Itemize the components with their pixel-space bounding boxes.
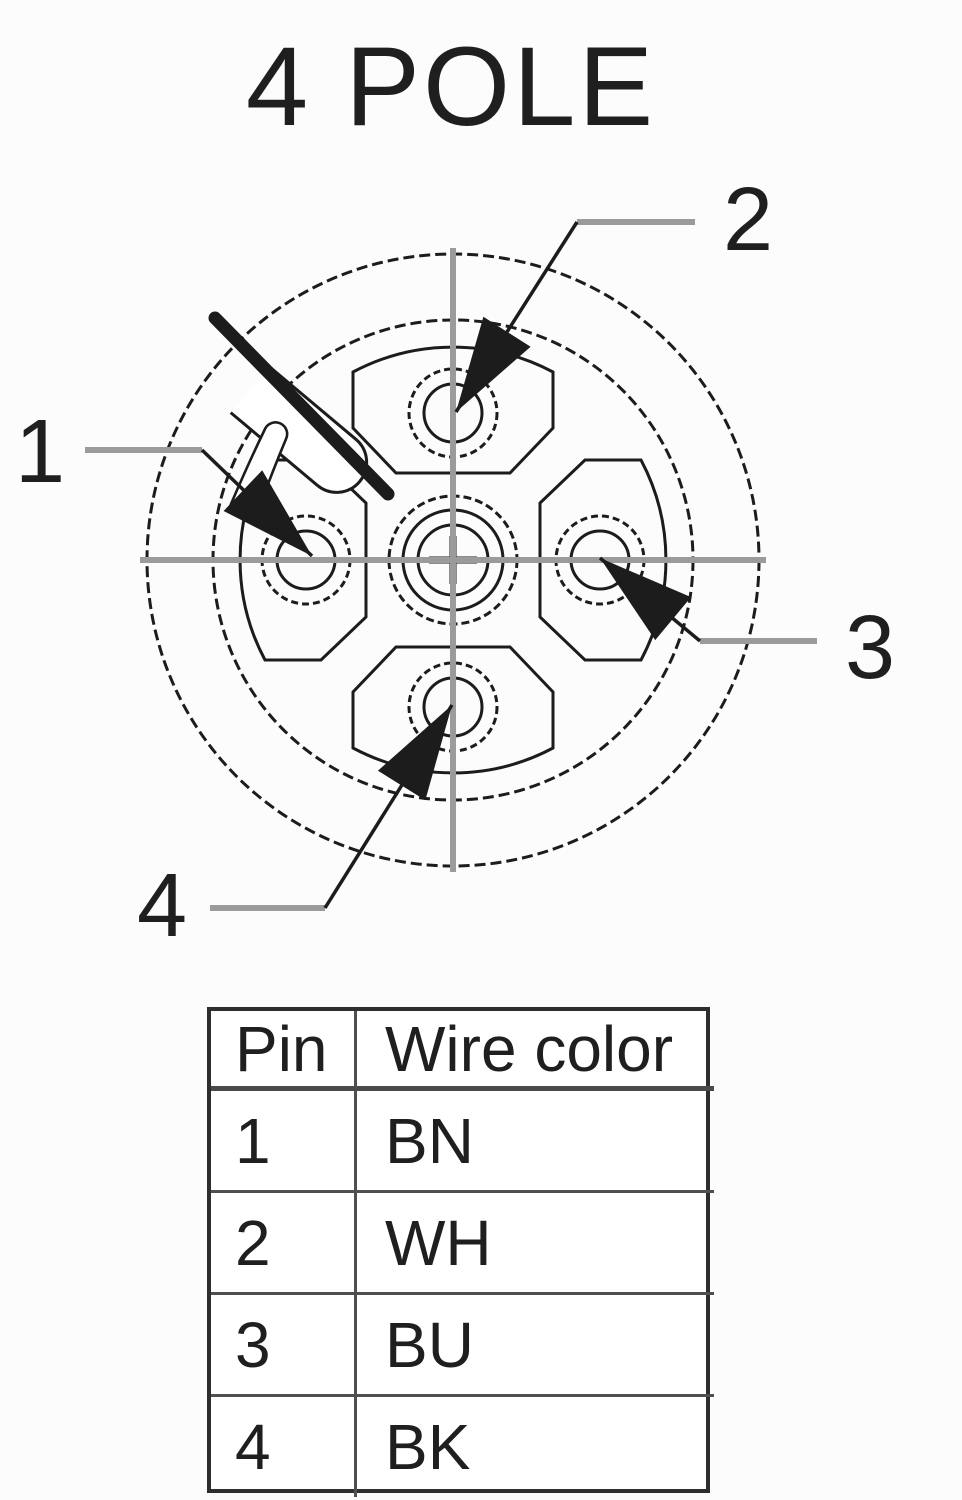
leader-line-3 [598, 556, 817, 644]
pin-header-cell: Pin [211, 1011, 357, 1091]
connector-diagram [85, 219, 817, 911]
arrow-2 [456, 316, 531, 412]
pin-callout-3: 3 [844, 598, 896, 698]
wire-color-cell-row2: WH [357, 1193, 714, 1295]
wire-color-cell-row1: BN [357, 1091, 714, 1193]
wire-color-cell-row3: BU [357, 1295, 714, 1397]
leader-line-1 [85, 447, 314, 558]
wire-color-header-cell: Wire color [357, 1011, 714, 1091]
pin-cell-row1: 1 [211, 1091, 357, 1193]
arrow-3 [600, 558, 691, 641]
keyway-notch [229, 365, 369, 494]
leader-line-4 [210, 704, 454, 911]
pin-callout-1: 1 [14, 402, 66, 502]
pin-callout-4: 4 [136, 856, 188, 956]
pin-cell-row4: 4 [211, 1397, 357, 1497]
pinout-table: Pin Wire color 1 BN 2 WH 3 BU 4 BK [207, 1007, 714, 1497]
arrow-4 [377, 705, 452, 801]
pin-cell-row2: 2 [211, 1193, 357, 1295]
leader-line-2 [454, 219, 695, 413]
pin-cell-row3: 3 [211, 1295, 357, 1397]
wire-color-cell-row4: BK [385, 1411, 471, 1483]
arrow-1 [223, 470, 312, 556]
keyway-marker-line [208, 311, 395, 501]
pin-callout-2: 2 [722, 170, 774, 270]
diagram-title: 4 POLE [245, 24, 657, 149]
